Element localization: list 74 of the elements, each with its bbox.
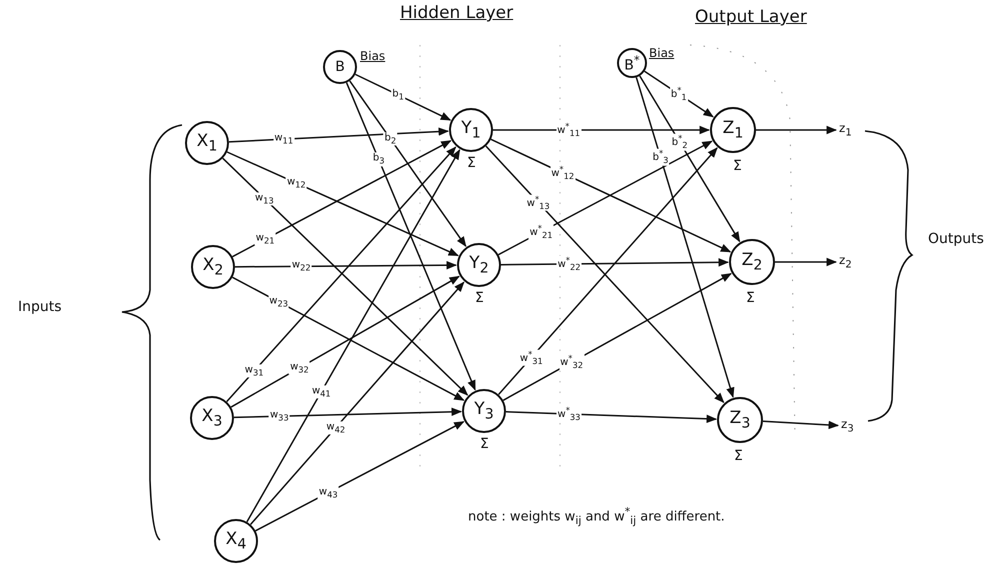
edge-label: w$_{13}$ (254, 192, 275, 206)
node-label: X$_{3}$ (202, 406, 222, 430)
sum-symbol: Σ (475, 291, 484, 306)
arrow (644, 70, 714, 118)
sum-symbol: Σ (467, 156, 476, 172)
arrow (355, 74, 452, 121)
edge-label: b$_{2}$ (384, 132, 398, 146)
bias-label: Bias (360, 50, 386, 64)
sum-symbol: Σ (480, 437, 489, 452)
arrow (255, 421, 465, 532)
arrow (775, 258, 838, 266)
neuron-circle (710, 107, 756, 153)
bias-node-circle (617, 48, 647, 78)
sum-symbol: Σ (733, 159, 742, 174)
edge-label: w$_{41}$ (310, 385, 332, 398)
sum-symbol: Σ (734, 449, 743, 464)
output-label: z$_{3}$ (841, 418, 854, 434)
sum-symbol: Σ (746, 291, 755, 306)
neuron-circle (190, 396, 234, 440)
arrow (639, 75, 740, 242)
node-label: Z$_{2}$ (742, 250, 762, 274)
neuron-circle (449, 108, 493, 152)
heading: Output Layer (695, 8, 807, 27)
arrow (756, 126, 838, 134)
node-label: Y$_{1}$ (461, 118, 481, 142)
node-label: B$^{*}$ (624, 52, 640, 74)
edge-label: w$_{31}$ (244, 364, 265, 378)
neuron-circle (729, 239, 775, 285)
neuron-circle (191, 245, 235, 289)
edge-label: w$_{43}$ (318, 486, 339, 500)
arrow (250, 281, 464, 525)
edge-label: w$_{42}$ (325, 421, 346, 434)
arrow (246, 149, 460, 522)
output-label: z$_{2}$ (839, 254, 852, 270)
group-label: Inputs (18, 300, 62, 316)
arrow (493, 126, 710, 134)
edge-label: b$_{1}$ (391, 88, 405, 102)
arrow (506, 411, 718, 424)
bias-node-circle (323, 50, 357, 84)
edge-label: w$_{11}$ (273, 132, 294, 146)
arrow (346, 82, 476, 391)
node-label: Z$_{1}$ (722, 118, 744, 142)
node-label: X$_{1}$ (196, 131, 218, 155)
node-label: B (335, 59, 345, 75)
neuron-circle (462, 389, 506, 433)
arrow (349, 80, 466, 248)
arrow (234, 408, 462, 418)
node-label: X$_{2}$ (202, 255, 224, 279)
node-label: Z$_{3}$ (730, 408, 750, 432)
heading: Hidden Layer (400, 4, 514, 23)
output-label: z$_{1}$ (839, 122, 852, 138)
note: note : weights w$_{ij}$ and w$^{*}$$_{ij}$ are different. (468, 506, 725, 527)
arrow (228, 127, 450, 143)
neuron-circle (717, 397, 763, 443)
edge-label: w$_{12}$ (286, 176, 307, 190)
arrow (235, 261, 458, 270)
arrow (501, 258, 730, 267)
neuron-circle (457, 243, 501, 287)
edge-label: w$_{32}$ (289, 361, 310, 374)
edge-label: w$_{33}$ (269, 410, 290, 423)
arrow (636, 77, 734, 398)
neuron-circle (214, 519, 258, 563)
neuron-circle (185, 121, 229, 165)
node-label: Y$_{2}$ (469, 253, 489, 277)
bias-label: Bias (649, 47, 674, 60)
edge-label: w$_{23}$ (268, 295, 290, 308)
node-label: Y$_{3}$ (474, 399, 494, 423)
edge-label: w$_{21}$ (254, 232, 276, 246)
edge-label: b$_{3}$ (372, 152, 386, 166)
edge-label: w$_{22}$ (290, 260, 312, 273)
arrow (762, 420, 840, 430)
group-label: Outputs (928, 232, 984, 248)
node-label: X$_{4}$ (226, 529, 246, 553)
arrow (502, 273, 732, 401)
